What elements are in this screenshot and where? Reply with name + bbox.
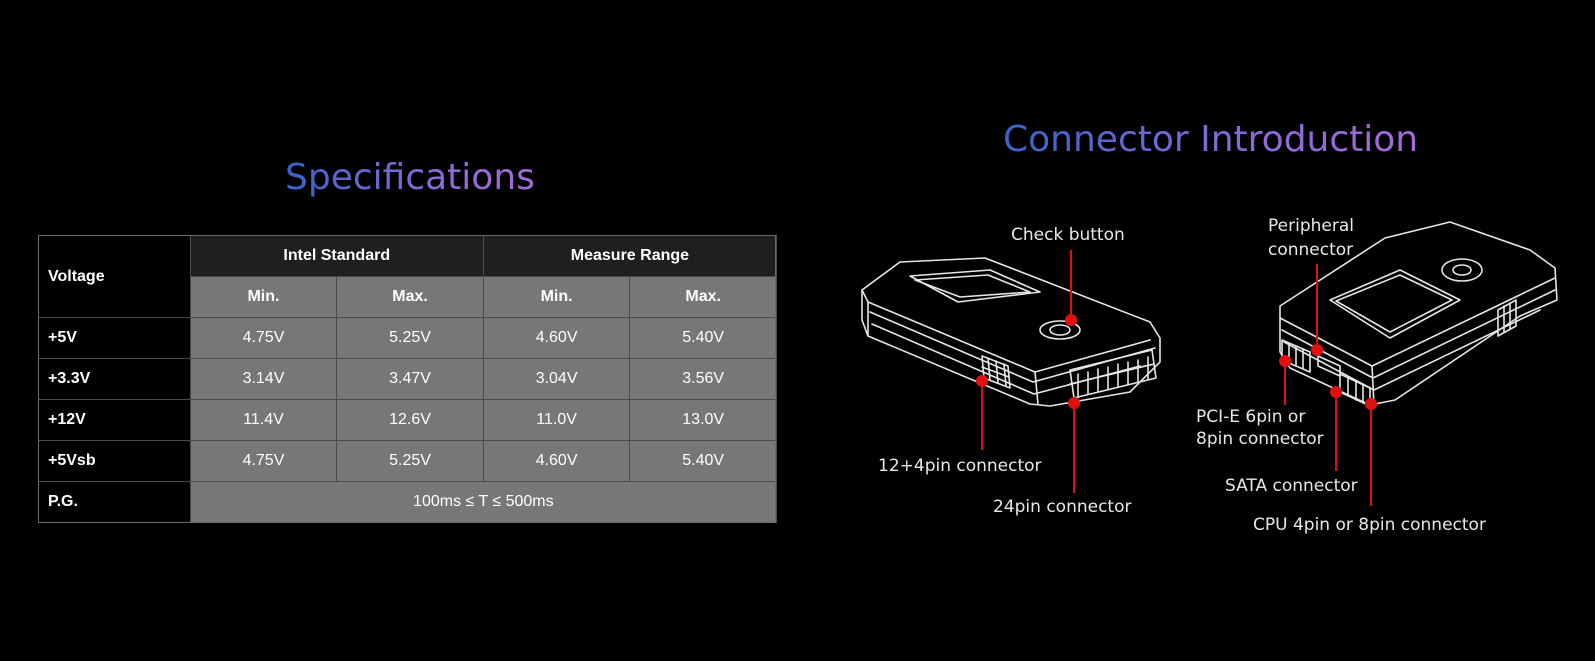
table-header-row: Voltage Intel Standard Measure Range	[38, 235, 778, 318]
measure-min-header: Min.	[482, 276, 631, 318]
table-cell: 5.25V	[336, 317, 484, 359]
table-cell: 4.60V	[482, 440, 631, 482]
row-label: +3.3V	[38, 358, 191, 400]
pin-24-callout-dot	[1068, 397, 1080, 409]
pin-12-4-connector-label: 12+4pin connector	[878, 456, 1042, 476]
peripheral-connector-label-line2: connector	[1268, 240, 1354, 260]
table-cell: 3.14V	[189, 358, 338, 400]
intel-min-header: Min.	[189, 276, 338, 318]
specifications-title: Specifications	[285, 157, 535, 198]
pin-12-4-callout-dot	[976, 375, 988, 387]
measure-max-header: Max.	[629, 276, 777, 318]
table-cell: 3.56V	[629, 358, 777, 400]
check-button-callout-dot	[1065, 314, 1077, 326]
device-back-illustration	[1279, 221, 1558, 407]
intel-standard-header: Intel Standard	[189, 235, 484, 277]
pcie-callout-dot	[1279, 355, 1291, 367]
table-cell: 13.0V	[629, 399, 777, 441]
cpu-callout-dot	[1365, 398, 1377, 410]
table-row: +3.3V 3.14V 3.47V 3.04V 3.56V	[38, 358, 777, 400]
row-label: +5Vsb	[38, 440, 191, 482]
table-row: +5V 4.75V 5.25V 4.60V 5.40V	[38, 317, 777, 359]
pin-24-connector-label: 24pin connector	[993, 497, 1132, 517]
pg-value: 100ms ≤ T ≤ 500ms	[189, 481, 778, 523]
sata-connector-label: SATA connector	[1225, 476, 1358, 496]
row-label: +5V	[38, 317, 191, 359]
table-cell: 5.40V	[629, 440, 777, 482]
check-button-label: Check button	[1011, 225, 1125, 245]
table-cell: 4.75V	[189, 317, 338, 359]
sata-callout-dot	[1330, 386, 1342, 398]
peripheral-callout-dot	[1311, 344, 1323, 356]
table-row: +5Vsb 4.75V 5.25V 4.60V 5.40V	[38, 440, 777, 482]
specifications-table: Voltage Intel Standard Measure Range Min…	[38, 235, 778, 523]
pcie-connector-label-line2: 8pin connector	[1196, 429, 1324, 449]
intel-max-header: Max.	[336, 276, 484, 318]
table-cell: 11.4V	[189, 399, 338, 441]
table-cell: 4.60V	[482, 317, 631, 359]
voltage-header: Voltage	[38, 235, 191, 318]
connector-introduction-title: Connector Introduction	[1003, 119, 1419, 160]
table-row: +12V 11.4V 12.6V 11.0V 13.0V	[38, 399, 777, 441]
device-front-illustration	[861, 257, 1161, 407]
pcie-connector-label-line1: PCI-E 6pin or	[1196, 407, 1306, 427]
peripheral-connector-label-line1: Peripheral	[1268, 216, 1354, 236]
table-subheader-row: Min. Max. Min. Max.	[39, 276, 777, 318]
table-cell: 3.04V	[482, 358, 631, 400]
table-cell: 3.47V	[336, 358, 484, 400]
table-cell: 12.6V	[336, 399, 484, 441]
row-label: +12V	[38, 399, 191, 441]
measure-range-header: Measure Range	[482, 235, 778, 277]
cpu-connector-label: CPU 4pin or 8pin connector	[1253, 515, 1486, 535]
